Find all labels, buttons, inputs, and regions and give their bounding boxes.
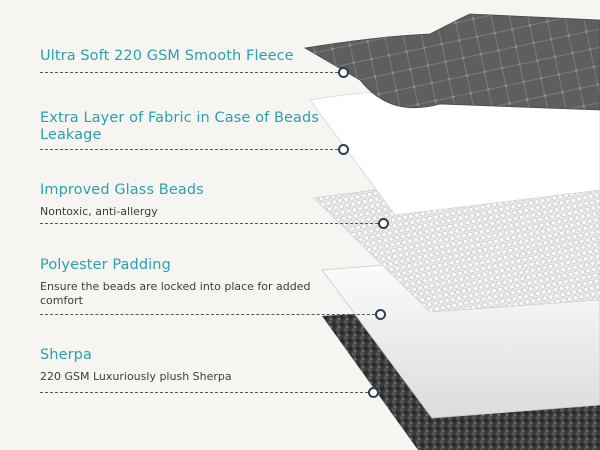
layer-title: Extra Layer of Fabric in Case of Beads L… <box>40 110 319 143</box>
leader-line <box>40 72 343 73</box>
leader-line <box>40 223 383 224</box>
leader-line <box>40 392 373 393</box>
callout-dot <box>338 144 349 155</box>
callout-dot <box>375 309 386 320</box>
layer-title: Polyester Padding <box>40 257 171 273</box>
callout-dot <box>368 387 379 398</box>
layer-label-2: Extra Layer of Fabric in Case of Beads L… <box>40 110 320 144</box>
layer-description: Nontoxic, anti-allergy <box>40 205 158 218</box>
layer-description: 220 GSM Luxuriously plush Sherpa <box>40 370 232 383</box>
leader-line <box>40 149 343 150</box>
layer-label-1: Ultra Soft 220 GSM Smooth Fleece <box>40 48 320 65</box>
callout-dot <box>378 218 389 229</box>
layer-description: Ensure the beads are locked into place f… <box>40 280 311 307</box>
leader-line <box>40 314 380 315</box>
layer-title: Sherpa <box>40 347 92 363</box>
fleece-layer <box>303 13 600 111</box>
layer-title: Improved Glass Beads <box>40 182 204 198</box>
callout-dot <box>338 67 349 78</box>
layer-title: Ultra Soft 220 GSM Smooth Fleece <box>40 48 294 64</box>
layer-label-5: Sherpa 220 GSM Luxuriously plush Sherpa <box>40 347 320 384</box>
